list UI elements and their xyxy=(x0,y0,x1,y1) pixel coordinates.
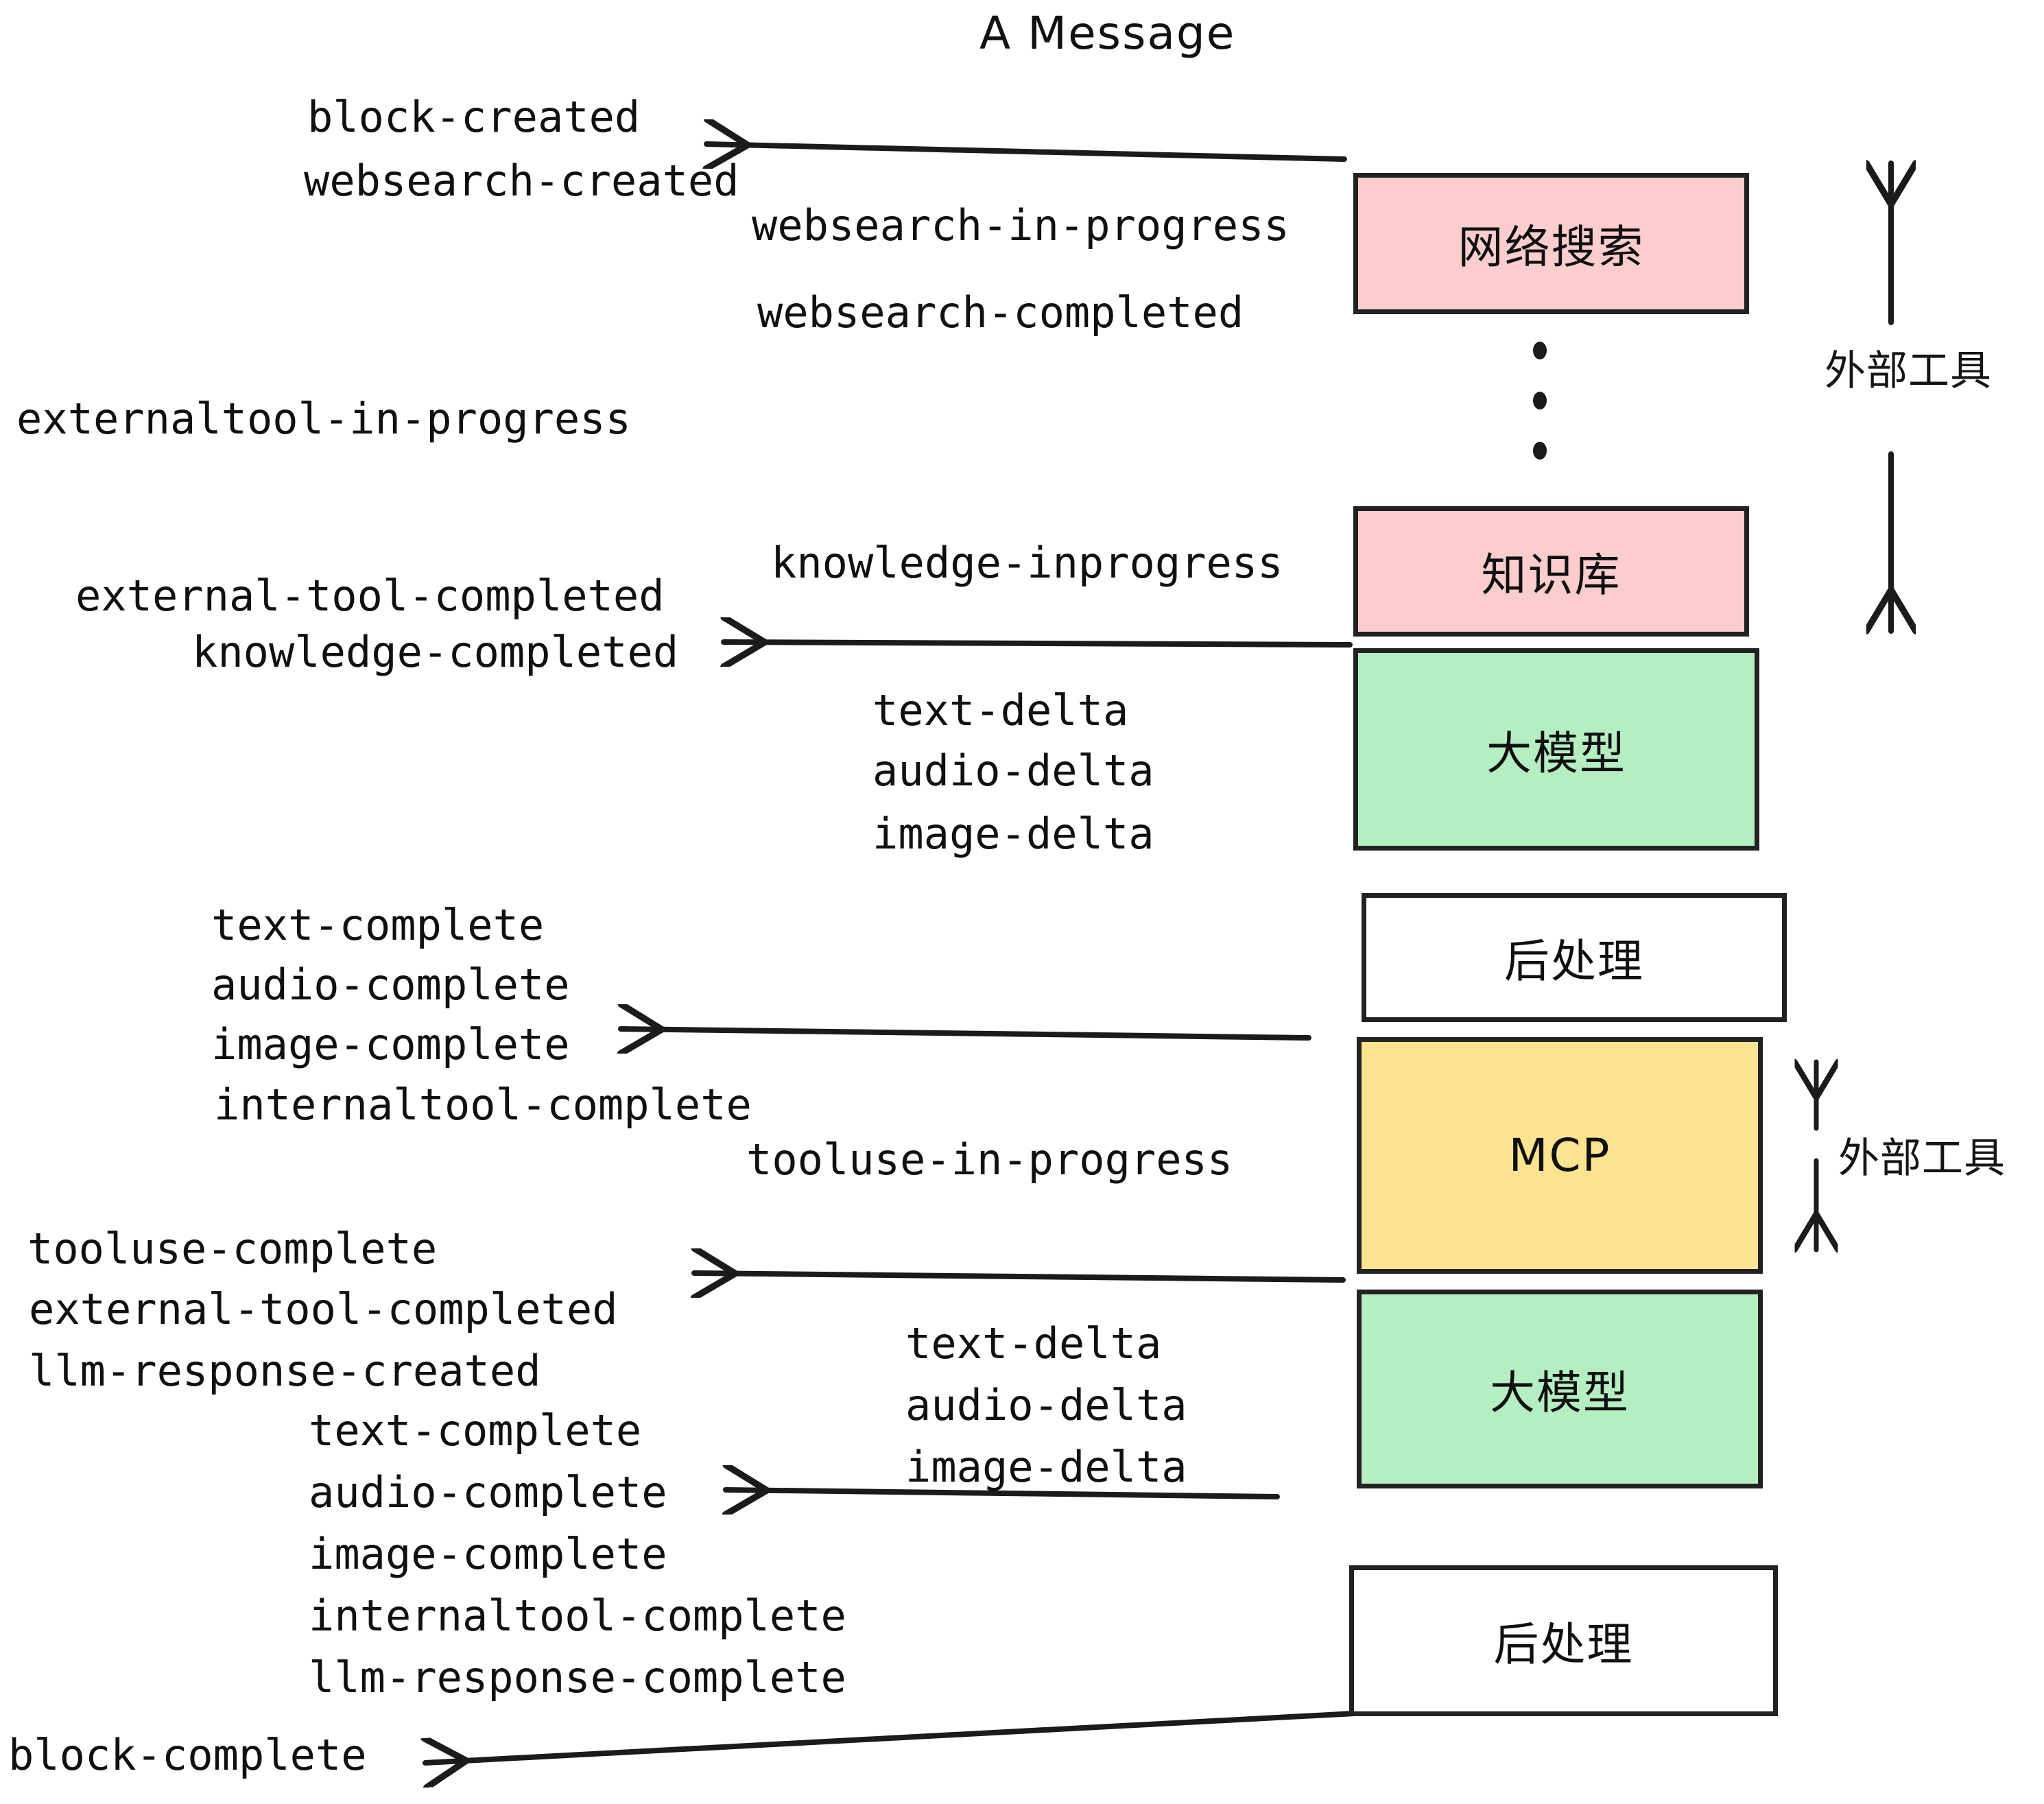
side-label-external-tools-bottom: 外部工具 xyxy=(1838,1135,2006,1183)
event-text-delta-2: text-delta xyxy=(905,1318,1162,1368)
event-external-tool-completed-2: external-tool-completed xyxy=(29,1284,618,1334)
event-external-tool-completed-1: external-tool-completed xyxy=(75,571,665,621)
event-internaltool-complete-2: internaltool-complete xyxy=(309,1591,846,1641)
event-text-complete-1: text-complete xyxy=(211,900,545,950)
box-postprocess-2[interactable]: 后处理 xyxy=(1349,1565,1778,1716)
event-text-delta-1: text-delta xyxy=(872,685,1129,735)
box-mcp[interactable]: MCP xyxy=(1357,1037,1763,1274)
event-image-delta-2: image-delta xyxy=(905,1442,1187,1492)
event-text-complete-2: text-complete xyxy=(309,1405,642,1456)
event-knowledge-completed: knowledge-completed xyxy=(192,627,679,677)
box-postprocess-1[interactable]: 后处理 xyxy=(1362,893,1787,1022)
event-audio-delta-1: audio-delta xyxy=(872,746,1154,796)
arrow-block-complete xyxy=(425,1711,1357,1763)
box-mcp-label: MCP xyxy=(1508,1129,1611,1182)
event-websearch-completed: websearch-completed xyxy=(757,287,1244,337)
event-llm-response-created: llm-response-created xyxy=(29,1346,541,1396)
arrow-knowledge-completed xyxy=(724,642,1353,645)
ellipsis-dots xyxy=(1531,342,1549,460)
box-llm-2[interactable]: 大模型 xyxy=(1357,1290,1763,1488)
dot-2 xyxy=(1533,392,1547,410)
event-websearch-created: websearch-created xyxy=(304,156,739,206)
event-block-created: block-created xyxy=(307,92,641,142)
dot-1 xyxy=(1533,342,1547,359)
event-image-delta-1: image-delta xyxy=(872,809,1154,859)
box-websearch[interactable]: 网络搜索 xyxy=(1353,173,1749,314)
event-image-complete-2: image-complete xyxy=(309,1529,667,1579)
event-tooluse-in-progress: tooluse-in-progress xyxy=(746,1135,1233,1185)
side-label-external-tools-top: 外部工具 xyxy=(1825,347,1992,395)
box-websearch-label: 网络搜索 xyxy=(1458,221,1645,274)
event-websearch-in-progress: websearch-in-progress xyxy=(752,200,1290,250)
dot-3 xyxy=(1533,442,1547,460)
box-llm-1-label: 大模型 xyxy=(1486,726,1626,780)
box-postprocess-1-label: 后处理 xyxy=(1504,935,1644,988)
box-llm-1[interactable]: 大模型 xyxy=(1353,648,1759,851)
box-postprocess-2-label: 后处理 xyxy=(1493,1618,1634,1671)
event-llm-response-complete: llm-response-complete xyxy=(309,1652,846,1702)
event-image-complete-1: image-complete xyxy=(211,1019,570,1069)
box-knowledge[interactable]: 知识库 xyxy=(1353,506,1749,637)
event-audio-delta-2: audio-delta xyxy=(905,1380,1187,1430)
arrow-block-created xyxy=(706,144,1347,159)
event-externaltool-in-progress: externaltool-in-progress xyxy=(16,394,631,444)
event-internaltool-complete-1: internaltool-complete xyxy=(214,1080,752,1130)
arrow-image-complete xyxy=(621,1029,1311,1038)
box-knowledge-label: 知识库 xyxy=(1481,549,1621,602)
event-knowledge-inprogress: knowledge-inprogress xyxy=(771,538,1283,588)
event-audio-complete-1: audio-complete xyxy=(211,960,570,1010)
arrow-tooluse-complete xyxy=(694,1273,1346,1280)
box-llm-2-label: 大模型 xyxy=(1490,1366,1630,1419)
page-title: A Message xyxy=(979,7,1236,60)
event-block-complete: block-complete xyxy=(8,1730,367,1780)
event-tooluse-complete: tooluse-complete xyxy=(27,1224,438,1274)
event-audio-complete-2: audio-complete xyxy=(309,1467,667,1517)
